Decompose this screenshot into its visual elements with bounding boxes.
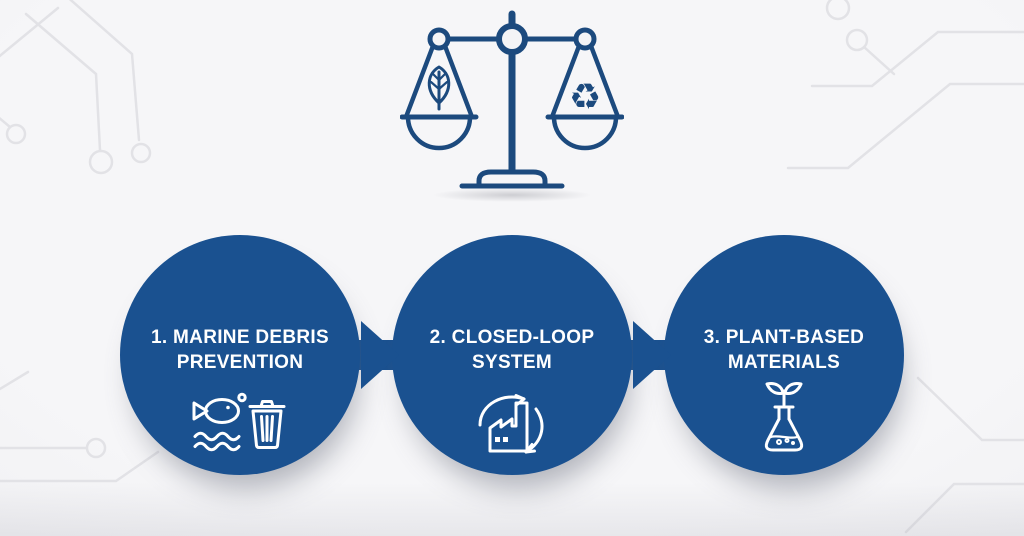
factory-recycle-loop-icon xyxy=(478,394,544,454)
step-label: 2. CLOSED-LOOP SYSTEM xyxy=(430,325,595,375)
scale-pivot xyxy=(496,23,528,55)
factory-building xyxy=(488,401,529,453)
step-label: 1. MARINE DEBRIS PREVENTION xyxy=(151,325,329,375)
scale-left-pan xyxy=(400,43,479,151)
balance-scale-icon: ♻ xyxy=(400,10,624,189)
step-label-line1: 2. CLOSED-LOOP xyxy=(429,327,595,348)
sprout-leaf-left xyxy=(765,382,785,395)
wave-line xyxy=(193,441,241,452)
arrow-right-icon xyxy=(361,321,399,389)
flask-sprout-icon xyxy=(764,382,804,452)
scale-right-pan xyxy=(545,43,624,151)
step-label: 3. PLANT-BASED MATERIALS xyxy=(704,325,864,375)
step-circle-plant-based-materials: 3. PLANT-BASED MATERIALS xyxy=(664,235,904,475)
fish-waves-trash-icon xyxy=(192,392,286,452)
step-circle-closed-loop-system: 2. CLOSED-LOOP SYSTEM xyxy=(392,235,632,475)
trash-ribs xyxy=(260,415,274,442)
flask-body xyxy=(764,417,804,452)
wave-line xyxy=(193,431,241,442)
step-label-line2: PREVENTION xyxy=(176,352,304,373)
loop-arrowhead xyxy=(524,443,536,454)
step-label-line2: MATERIALS xyxy=(727,352,841,373)
step-label-line1: 3. PLANT-BASED xyxy=(703,327,865,348)
bubble xyxy=(237,392,247,403)
sprout-leaf-right xyxy=(783,382,803,395)
flask-bubble xyxy=(791,441,795,445)
step-circle-marine-debris-prevention: 1. MARINE DEBRIS PREVENTION xyxy=(120,235,360,475)
flask-bubble xyxy=(784,438,790,443)
loop-arrowhead xyxy=(514,394,526,406)
scale-base xyxy=(459,169,565,189)
factory-window xyxy=(495,437,500,442)
recycling-icon: ♻ xyxy=(569,77,601,118)
step-label-line2: SYSTEM xyxy=(472,352,552,373)
fish-eye xyxy=(226,405,230,410)
arrow-right-icon xyxy=(633,321,671,389)
trash-body xyxy=(251,409,283,449)
flask-neck xyxy=(777,405,791,421)
flask-liquid xyxy=(769,435,799,439)
scale-shadow xyxy=(432,188,592,202)
trash-handle xyxy=(259,400,275,408)
fish-tail xyxy=(192,401,209,421)
scale-left-hanger xyxy=(427,27,451,51)
step-label-line1: 1. MARINE DEBRIS xyxy=(151,327,329,348)
scale-right-hanger xyxy=(573,27,597,51)
fish-body xyxy=(204,398,240,424)
leaf-icon xyxy=(427,65,451,111)
flask-bubble xyxy=(776,439,782,445)
factory-window xyxy=(503,437,508,442)
